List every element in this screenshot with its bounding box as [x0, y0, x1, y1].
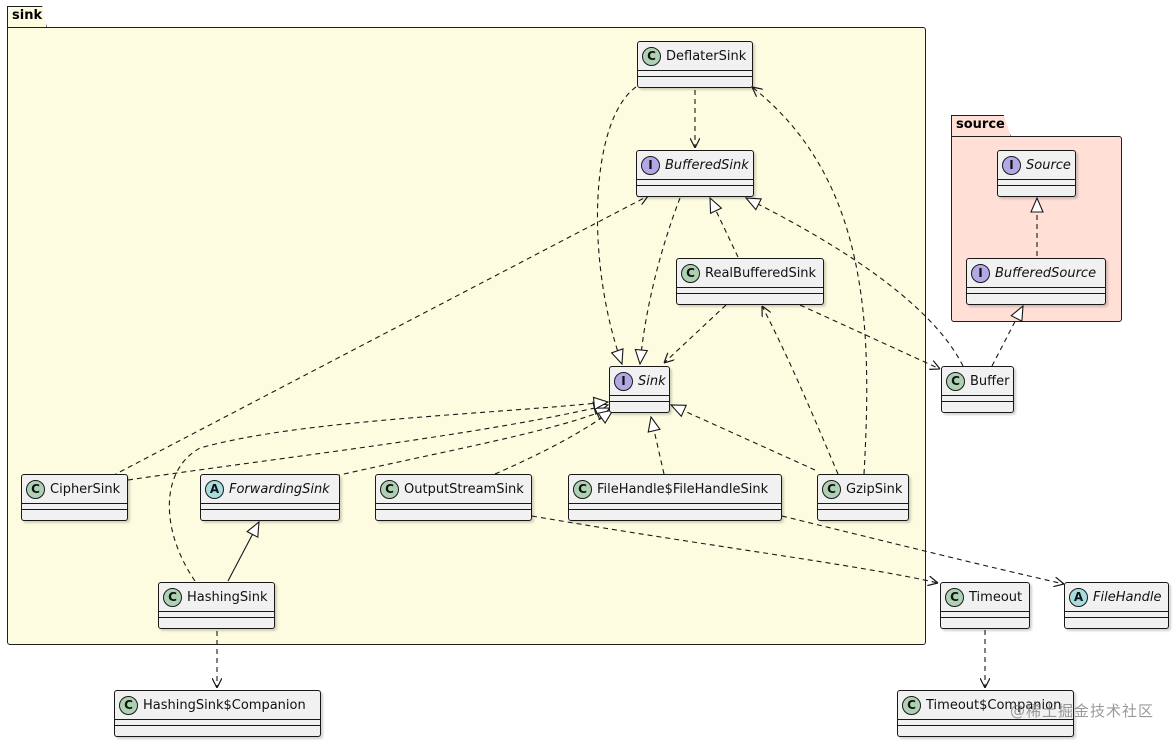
class-hashingsink[interactable]: C HashingSink [158, 582, 275, 629]
edge-realbufferedsink-buffer [799, 304, 940, 369]
abstract-name: FileHandle [1093, 589, 1162, 605]
class-deflatersink[interactable]: C DeflaterSink [637, 41, 753, 88]
edge-gzipsink-sink [671, 405, 816, 471]
class-name: DeflaterSink [666, 48, 747, 64]
class-stereotype-icon: C [163, 587, 182, 607]
edge-realbufferedsink-bufferedsink [710, 198, 739, 258]
class-outputstreamsink[interactable]: C OutputStreamSink [375, 474, 532, 521]
edge-ciphersink-sink [127, 405, 608, 481]
interface-name: Sink [638, 373, 666, 389]
class-stereotype-icon: C [573, 479, 592, 499]
interface-stereotype-icon: I [641, 155, 660, 175]
edge-bufferedsink-sink [640, 197, 681, 364]
abstract-stereotype-icon: A [205, 479, 224, 499]
edge-buffer-bufferedsink [746, 198, 964, 367]
class-stereotype-icon: C [380, 479, 399, 499]
edge-outputstreamsink-sink [494, 410, 613, 475]
class-timeout[interactable]: C Timeout [940, 582, 1030, 629]
edge-deflatersink-sink [596, 86, 637, 364]
interface-name: BufferedSink [665, 157, 749, 173]
edge-hashingsink-forwardingsink [227, 522, 259, 582]
class-stereotype-icon: C [946, 371, 965, 391]
class-hashingsink-companion[interactable]: C HashingSink$Companion [114, 690, 321, 737]
abstract-name: ForwardingSink [229, 481, 330, 497]
edge-filehandlesink-filehandle [781, 515, 1064, 584]
class-realbufferedsink[interactable]: C RealBufferedSink [676, 258, 824, 305]
class-timeout-companion[interactable]: C Timeout$Companion [897, 690, 1074, 737]
class-name: Timeout [969, 589, 1023, 605]
class-gzipsink[interactable]: C GzipSink [817, 474, 909, 521]
class-filehandlesink[interactable]: C FileHandle$FileHandleSink [568, 474, 782, 521]
class-stereotype-icon: C [902, 695, 921, 715]
interface-stereotype-icon: I [1002, 155, 1021, 175]
class-stereotype-icon: C [822, 479, 841, 499]
class-name: HashingSink$Companion [143, 697, 306, 713]
edge-hashingsink-sink [168, 402, 608, 582]
class-stereotype-icon: C [26, 479, 45, 499]
edge-outputstreamsink-timeout [531, 515, 938, 583]
class-name: OutputStreamSink [404, 481, 524, 497]
package-sink [7, 27, 926, 645]
class-name: RealBufferedSink [705, 265, 817, 281]
class-stereotype-icon: C [945, 587, 964, 607]
interface-stereotype-icon: I [971, 263, 990, 283]
interface-sink[interactable]: I Sink [609, 366, 670, 413]
edge-buffer-bufferedsource [991, 306, 1023, 367]
interface-name: Source [1026, 157, 1071, 173]
edge-ciphersink-bufferedsink [111, 196, 648, 477]
class-name: Timeout$Companion [926, 697, 1062, 713]
abstract-forwardingsink[interactable]: A ForwardingSink [200, 474, 340, 521]
interface-bufferedsource[interactable]: I BufferedSource [966, 258, 1106, 305]
interface-stereotype-icon: I [614, 371, 633, 391]
class-name: GzipSink [846, 481, 903, 497]
interface-source[interactable]: I Source [997, 150, 1076, 197]
abstract-stereotype-icon: A [1069, 587, 1088, 607]
edge-gzipsink-deflatersink [752, 87, 868, 475]
class-name: FileHandle$FileHandleSink [597, 481, 769, 497]
edge-realbufferedsink-sink [664, 304, 727, 363]
class-ciphersink[interactable]: C CipherSink [21, 474, 128, 521]
package-tab-source: source [951, 115, 1011, 137]
class-name: Buffer [970, 373, 1010, 389]
edge-forwardingsink-sink [334, 408, 610, 477]
class-stereotype-icon: C [642, 46, 661, 66]
abstract-filehandle[interactable]: A FileHandle [1064, 582, 1169, 629]
class-name: HashingSink [187, 589, 268, 605]
class-stereotype-icon: C [119, 695, 138, 715]
edge-filehandlesink-sink [651, 417, 665, 475]
interface-bufferedsink[interactable]: I BufferedSink [636, 150, 754, 197]
watermark: @稀土掘金技术社区 [1009, 702, 1154, 720]
class-stereotype-icon: C [681, 263, 700, 283]
interface-name: BufferedSource [995, 265, 1097, 281]
class-name: CipherSink [50, 481, 121, 497]
edge-gzipsink-realbufferedsink [762, 306, 839, 475]
class-buffer[interactable]: C Buffer [941, 366, 1014, 413]
